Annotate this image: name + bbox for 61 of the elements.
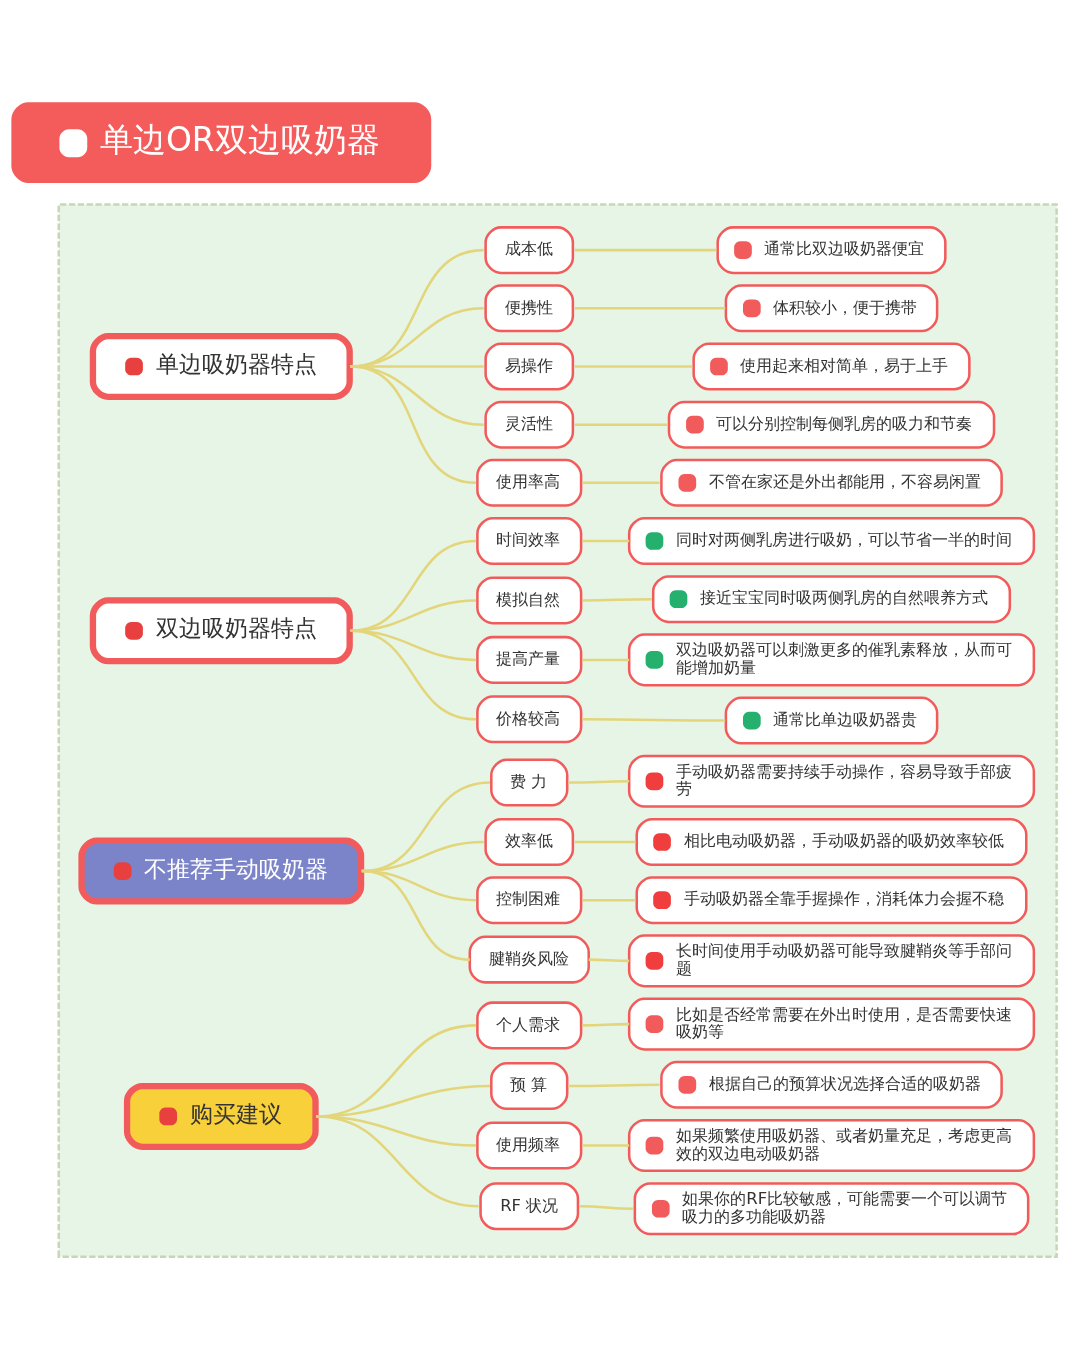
node-box: 模拟自然 [476,575,583,624]
connector [568,1083,660,1087]
node-box: 不管在家还是外出都能用，不容易闲置 [660,458,1003,507]
connector [574,364,693,368]
connector [588,957,630,962]
connector [582,481,660,484]
connector [582,1022,630,1027]
connector [316,1023,477,1118]
node-box: 比如是否经常需要在外出时使用，是否需要快速吸奶等 [627,997,1036,1051]
connector [350,248,484,368]
node-box: 长时间使用手动吸奶器可能导致腱鞘炎等手部问题 [627,933,1036,987]
connector [574,306,726,310]
connector [574,248,717,251]
node-box: 预 算 [490,1061,569,1110]
node-box: 相比电动吸奶器，手动吸奶器的吸奶效率较低 [635,817,1028,866]
node-box: 体积较小，便于携带 [724,283,939,332]
node-box: 不推荐手动吸奶器 [78,837,365,905]
node-box: 双边吸奶器可以刺激更多的催乳素释放，从而可能增加奶量 [627,632,1036,686]
node-box: 使用率高 [476,458,583,507]
node-box: 灵活性 [484,400,575,449]
node-box: 控制困难 [476,875,583,924]
node-box: 效率低 [484,817,575,866]
node-box: 接近宝宝同时吸两侧乳房的自然喂养方式 [651,574,1012,623]
connector [574,422,668,426]
node-box: 如果频繁使用吸奶器、或者奶量充足，考虑更高效的双边电动吸奶器 [627,1118,1036,1172]
connector [350,539,477,632]
cluster [57,202,1058,1258]
node-box: RF 状况 [479,1181,580,1230]
node-box: 腱鞘炎风险 [468,935,590,984]
node-box: 提高产量 [476,635,583,684]
node-box: 便携性 [484,283,575,332]
node-box: 使用起来相对简单，易于上手 [692,341,971,390]
node-box: 个人需求 [476,1000,583,1049]
connector [579,1204,633,1210]
node-box: 购买建议 [123,1082,319,1150]
connector [582,539,630,542]
node-box: 通常比单边吸奶器贵 [724,696,939,745]
node-box: 双边吸奶器特点 [89,596,353,664]
connector [582,597,652,602]
connector [361,780,491,872]
connector [582,898,636,901]
connector [582,717,726,722]
connector [574,840,636,843]
node-box: 费 力 [490,758,569,807]
node-box: 如果你的RF比较敏感，可能需要一个可以调节吸力的多功能吸奶器 [633,1181,1030,1235]
node-box: 易操作 [484,341,575,390]
connector [582,658,630,661]
node-box: 使用频率 [476,1121,583,1170]
node-box: 同时对两侧乳房进行吸奶，可以节省一半的时间 [627,516,1036,565]
node-box: 可以分别控制每侧乳房的吸力和节奏 [667,400,996,449]
node-box: 通常比双边吸奶器便宜 [716,225,947,274]
connector [568,779,630,784]
node-box: 成本低 [484,225,575,274]
node-box: 单边吸奶器特点 [89,332,353,400]
node-box: 时间效率 [476,516,583,565]
node-box: 价格较高 [476,694,583,743]
node-box: 根据自己的预算状况选择合适的吸奶器 [660,1060,1003,1109]
node-box: 单边OR双边吸奶器 [11,101,432,183]
connector [582,1143,630,1147]
node-box: 手动吸奶器需要持续手动操作，容易导致手部疲劳 [627,754,1036,808]
node-box: 手动吸奶器全靠手握操作，消耗体力会握不稳 [635,875,1028,924]
